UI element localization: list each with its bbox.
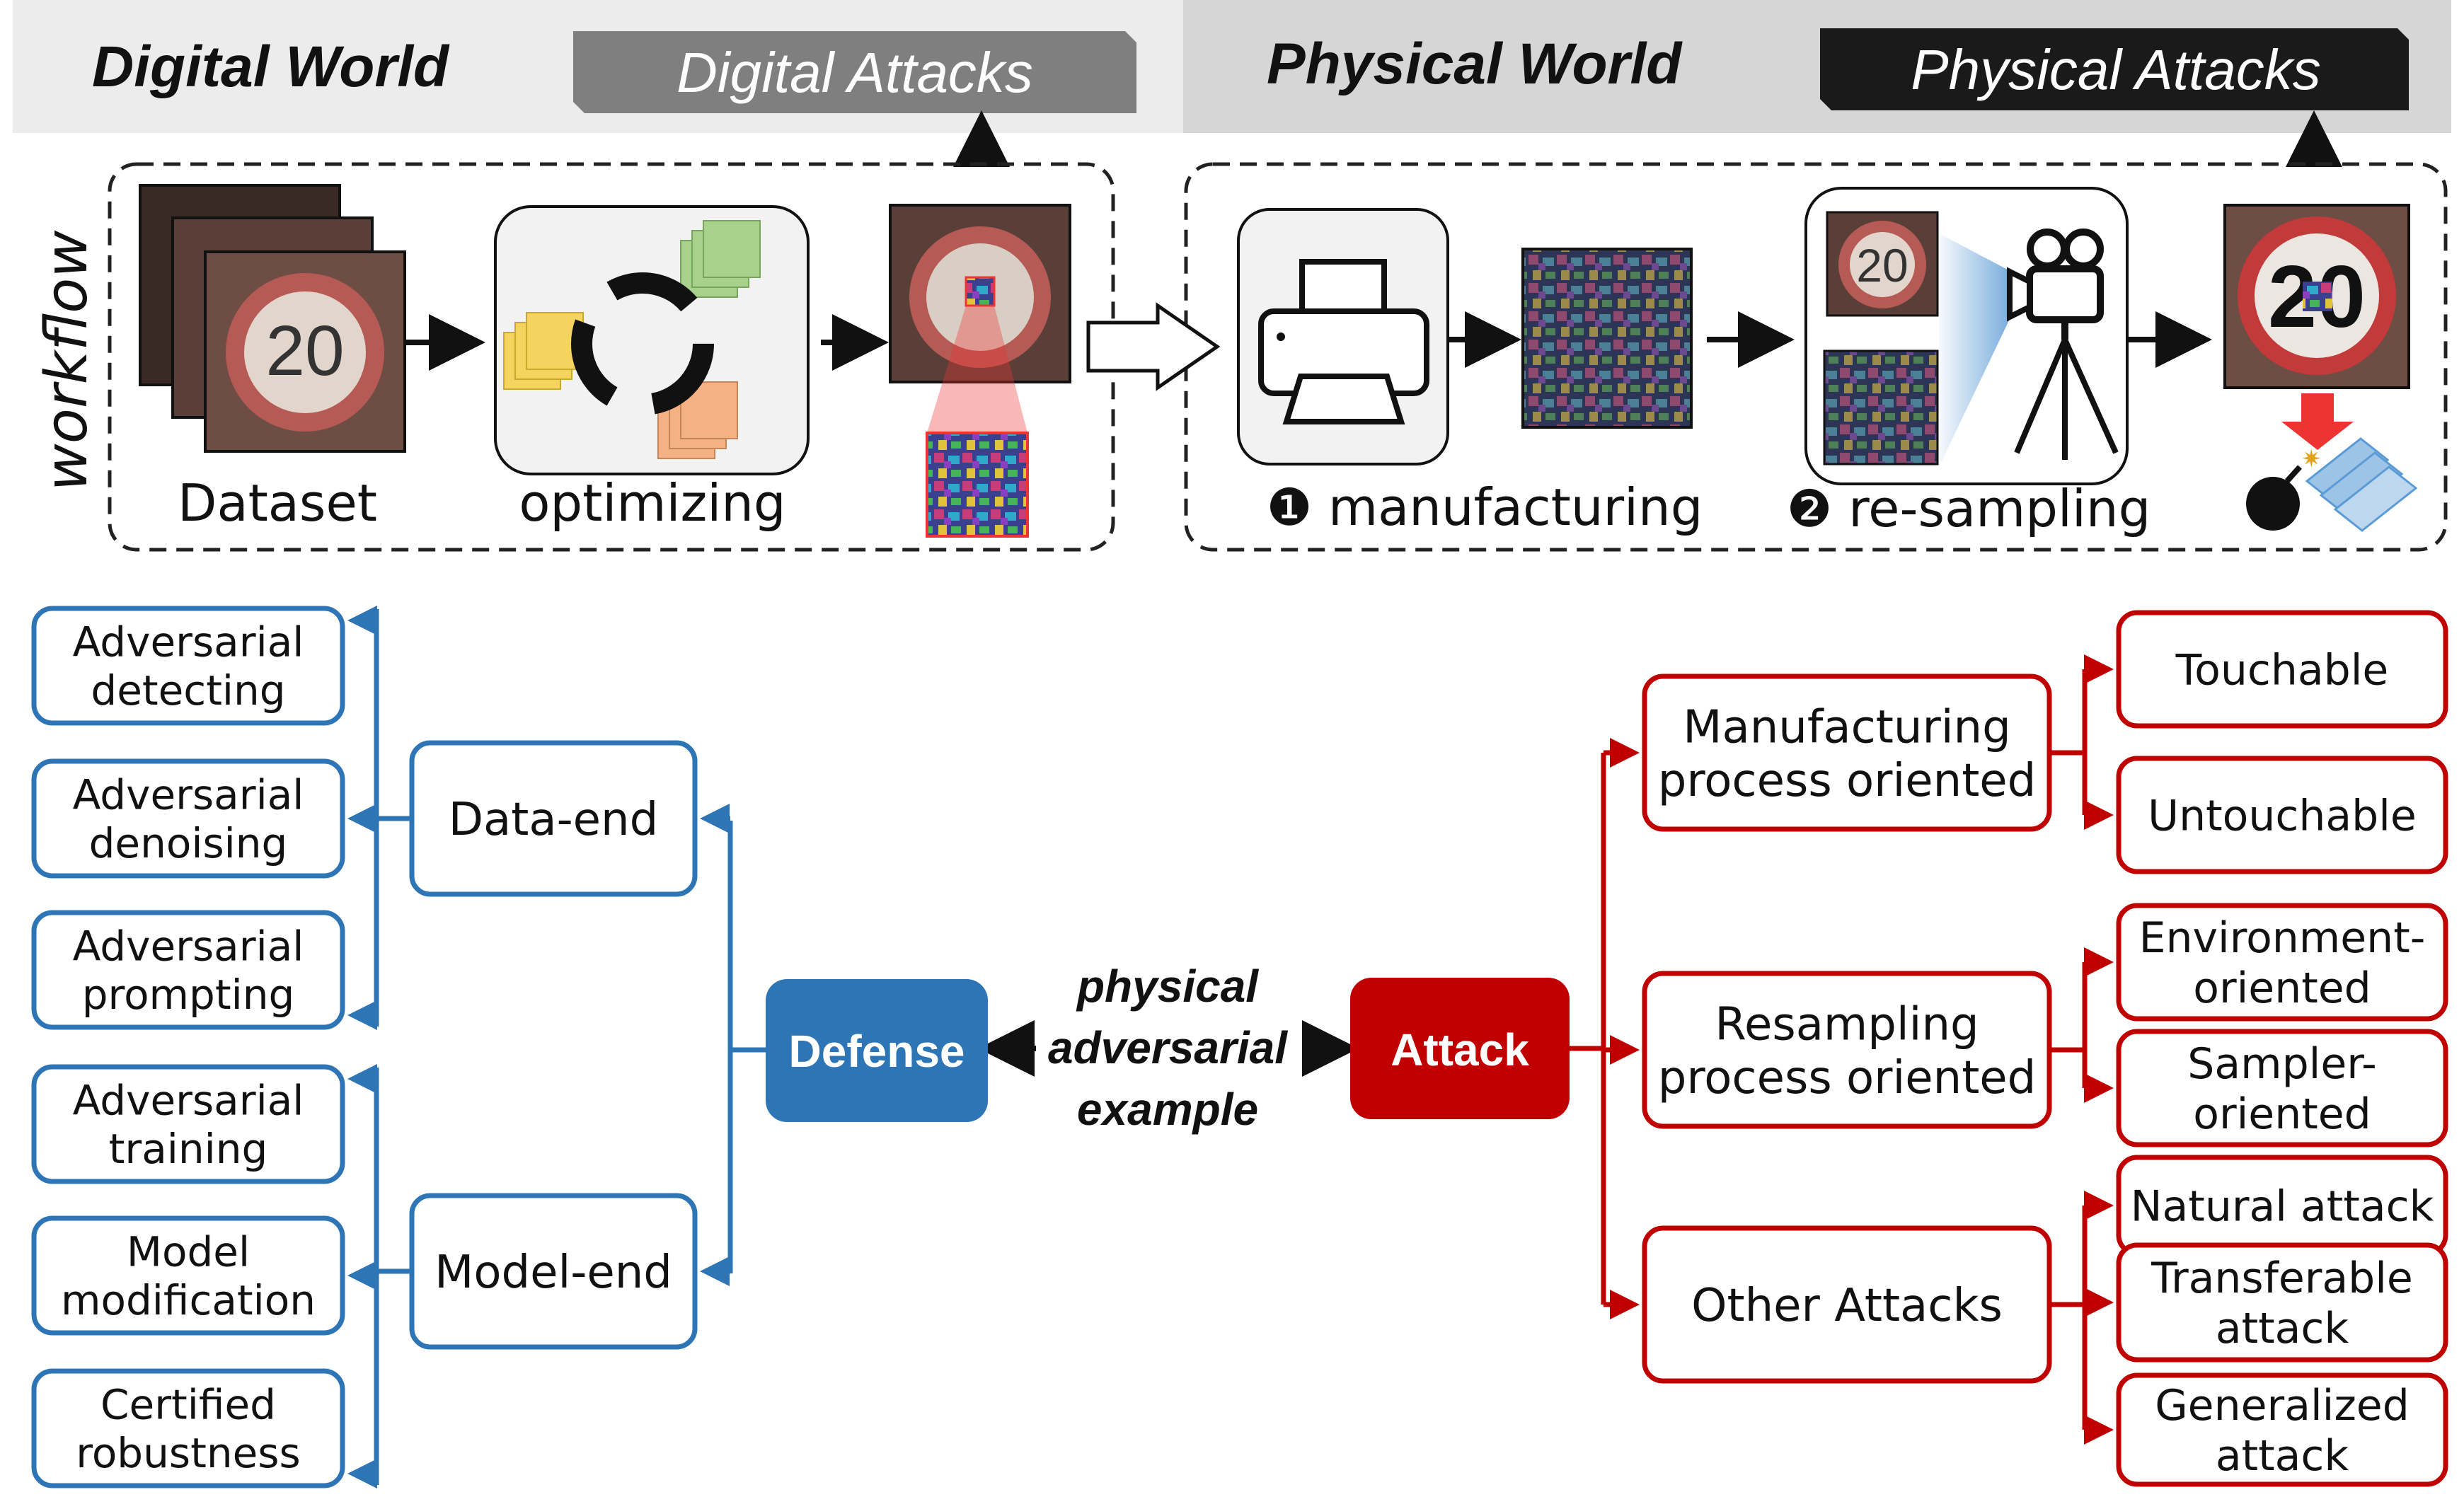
svg-text:Digital Attacks: Digital Attacks bbox=[677, 41, 1033, 104]
defense-leaf-2-3-text-2: robustness bbox=[76, 1429, 300, 1477]
attack-group-3-text-1: Other Attacks bbox=[1691, 1280, 2003, 1332]
attack-leaf-3-2-text-1: Transferable bbox=[2151, 1254, 2413, 1303]
attack-leaf-2-2-text-1: Sampler- bbox=[2187, 1039, 2376, 1089]
defense-leaf-1-1-text-2: detecting bbox=[91, 666, 285, 715]
defense-leaf-2-3-text-1: Certified bbox=[100, 1381, 276, 1429]
defense-group-2: Model-end bbox=[409, 1193, 698, 1350]
svg-text:20: 20 bbox=[1856, 239, 1908, 291]
attack-down-arrow bbox=[2281, 393, 2354, 450]
defense-leaf-1-2-text-2: denoising bbox=[89, 819, 288, 867]
attack-group-1-text-2: process oriented bbox=[1658, 755, 2037, 807]
attack-group-3: Other Attacks bbox=[1642, 1225, 2052, 1384]
optimizing-label: optimizing bbox=[519, 473, 785, 533]
dataset-image-stack: 20 bbox=[139, 184, 406, 453]
physical-workflow-panel bbox=[1184, 162, 2448, 552]
center-line-2: adversarial bbox=[1048, 1022, 1288, 1073]
defense-leaf-1-2-text-1: Adversarial bbox=[73, 771, 304, 819]
attack-leaf-2-2-text-2: oriented bbox=[2193, 1089, 2371, 1139]
center-line-3: example bbox=[1077, 1084, 1258, 1135]
svg-text:✷: ✷ bbox=[2301, 445, 2322, 473]
physical-attacks-tag: Physical Attacks bbox=[1820, 28, 2409, 110]
digital-attacks-tag: Digital Attacks bbox=[573, 31, 1136, 113]
attack-group-2-text-2: process oriented bbox=[1658, 1052, 2037, 1104]
camera-icon: 20 bbox=[1804, 187, 2129, 485]
defense-group-1-text-1: Data-end bbox=[449, 794, 658, 846]
printer-icon bbox=[1237, 208, 1449, 466]
attack-leaf-2-1: Environment-oriented bbox=[2116, 903, 2448, 1022]
workflow-side-label: workflow bbox=[33, 230, 100, 492]
physical-adversarial-image: 20 bbox=[2223, 204, 2410, 389]
attack-leaf-2-2: Sampler-oriented bbox=[2116, 1029, 2448, 1147]
defense-leaf-1-1-text-1: Adversarial bbox=[73, 618, 304, 666]
svg-text:Attack: Attack bbox=[1391, 1024, 1529, 1075]
attack-leaf-3-1-text-1: Natural attack bbox=[2131, 1182, 2434, 1232]
attack-leaf-1-2-text-1: Untouchable bbox=[2148, 792, 2417, 841]
model-layers-icon bbox=[2305, 437, 2418, 532]
attack-node: Attack bbox=[1350, 978, 1570, 1119]
defense-group-1: Data-end bbox=[409, 740, 698, 897]
attack-group-1-text-1: Manufacturing bbox=[1683, 701, 2010, 753]
attack-leaf-1-2: Untouchable bbox=[2116, 756, 2448, 874]
center-line-1: physical bbox=[1076, 961, 1259, 1012]
attack-leaf-3-3-text-1: Generalized bbox=[2155, 1381, 2410, 1430]
defense-leaf-2-1-text-2: training bbox=[109, 1125, 268, 1173]
svg-text:Physical Attacks: Physical Attacks bbox=[1911, 38, 2320, 101]
printed-patch bbox=[1521, 248, 1693, 429]
svg-text:20: 20 bbox=[265, 311, 344, 391]
attack-leaf-3-3-text-2: attack bbox=[2216, 1431, 2349, 1481]
bomb-icon: ✷ bbox=[2246, 445, 2322, 531]
attack-leaf-1-1: Touchable bbox=[2116, 610, 2448, 729]
optimizing-icon bbox=[494, 205, 810, 475]
defense-leaf-2-2-text-1: Model bbox=[127, 1228, 250, 1276]
attack-leaf-3-1: Natural attack bbox=[2116, 1155, 2448, 1256]
digital-to-physical-arrow bbox=[1086, 302, 1221, 391]
defense-leaf-1-3-text-2: prompting bbox=[82, 971, 295, 1019]
defense-leaf-2-2-text-2: modification bbox=[61, 1276, 316, 1324]
taxonomy: Data-endAdversarialdetectingAdversariald… bbox=[31, 606, 2448, 1488]
defense-node: Defense bbox=[766, 979, 988, 1122]
attack-leaf-2-1-text-2: oriented bbox=[2193, 964, 2371, 1013]
physical-world-title: Physical World bbox=[1267, 32, 1683, 96]
center-label: physical adversarial example bbox=[1048, 961, 1288, 1135]
attack-leaf-1-1-text-1: Touchable bbox=[2175, 646, 2389, 695]
digital-world-title: Digital World bbox=[92, 35, 450, 99]
resampling-label: ❷ re-sampling bbox=[1787, 479, 2151, 538]
digital-adversarial-image bbox=[889, 204, 1071, 538]
svg-text:Defense: Defense bbox=[789, 1026, 965, 1077]
attack-leaf-3-2-text-2: attack bbox=[2216, 1304, 2349, 1353]
attack-leaf-2-1-text-1: Environment- bbox=[2139, 913, 2426, 963]
attack-group-2-text-1: Resampling bbox=[1715, 998, 1979, 1051]
dataset-label: Dataset bbox=[178, 473, 377, 533]
defense-leaf-1-3-text-1: Adversarial bbox=[73, 923, 304, 971]
defense-group-2-text-1: Model-end bbox=[434, 1247, 672, 1299]
manufacturing-label: ❶ manufacturing bbox=[1267, 478, 1703, 537]
defense-leaf-2-1-text-1: Adversarial bbox=[73, 1077, 304, 1125]
